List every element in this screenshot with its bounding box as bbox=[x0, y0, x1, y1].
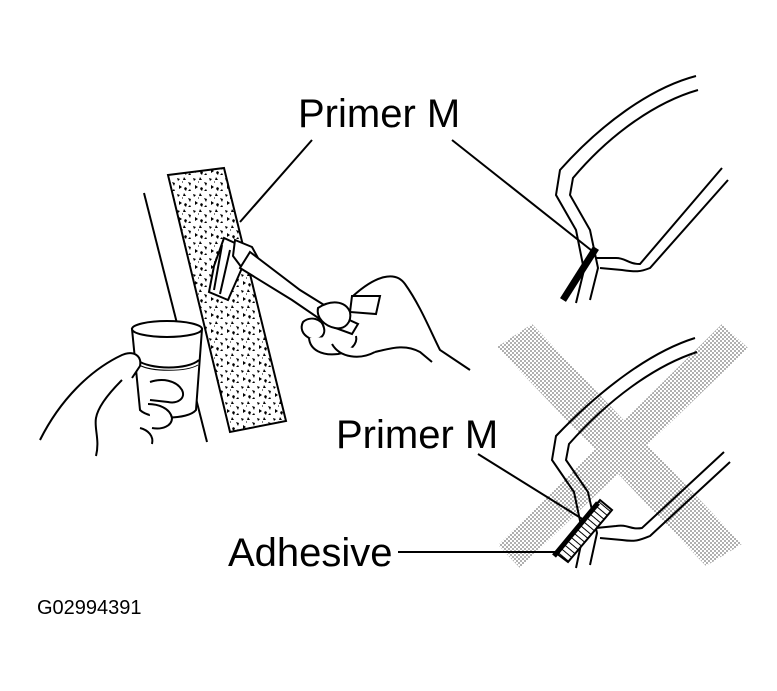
primer-leader-top-left bbox=[239, 139, 313, 223]
left-illustration bbox=[39, 166, 471, 457]
glass-flange-profile-correct bbox=[554, 75, 729, 304]
primer-label-top: Primer M bbox=[298, 92, 460, 136]
figure-id: G02994391 bbox=[37, 597, 142, 619]
primer-label-bottom: Primer M bbox=[336, 413, 498, 457]
primer-layer-bottom bbox=[552, 501, 600, 558]
right-hand bbox=[300, 275, 471, 371]
left-hand bbox=[39, 352, 184, 457]
x-mark-icon bbox=[497, 324, 748, 568]
glass-flange-profile-incorrect bbox=[550, 337, 731, 569]
adhesive-label: Adhesive bbox=[228, 531, 393, 575]
primer-leader-top-right bbox=[451, 139, 597, 255]
primer-leader-bottom bbox=[477, 453, 585, 521]
cup-icon bbox=[130, 320, 204, 419]
